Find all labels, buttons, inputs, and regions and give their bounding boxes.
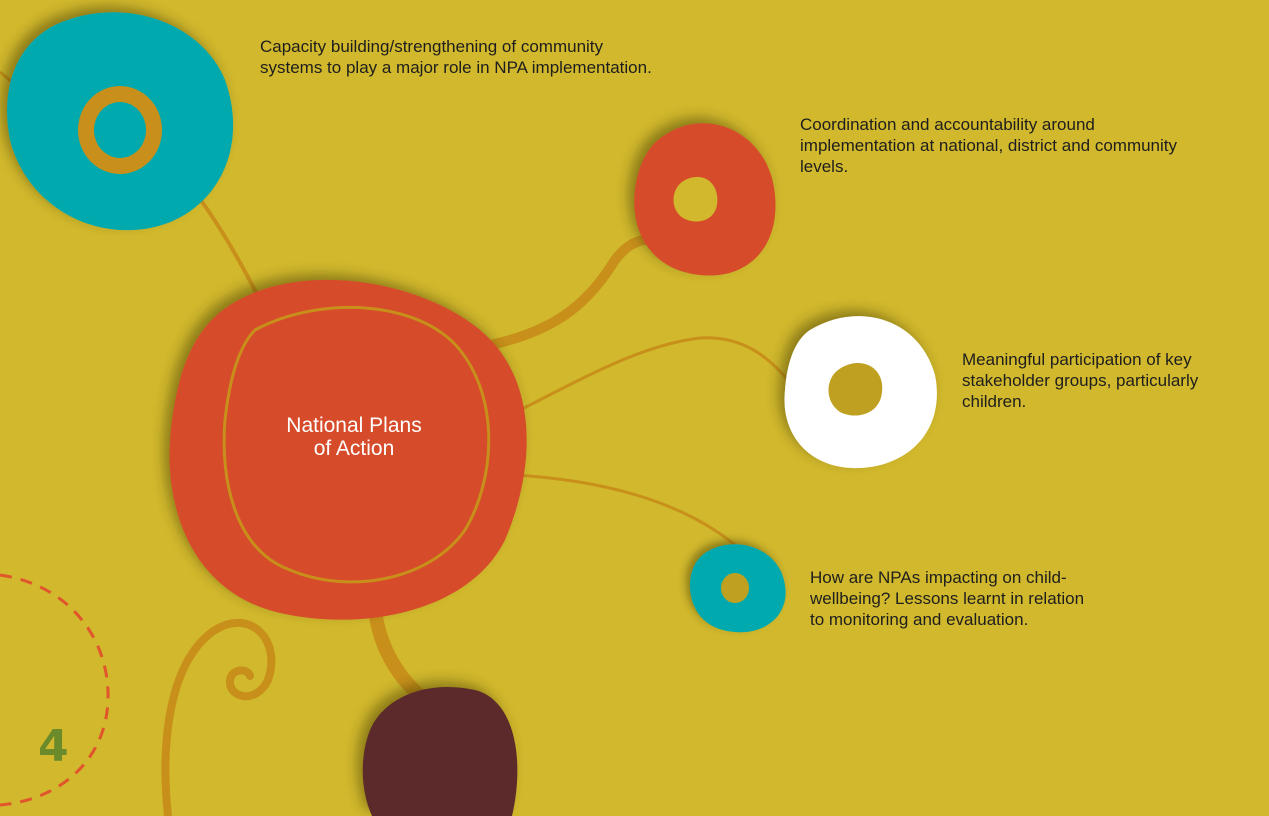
connector-coordination	[488, 234, 661, 350]
central-node-inner-ring	[222, 305, 491, 584]
page-number: 4	[38, 721, 69, 772]
capacity-label: Capacity building/strengthening of commu…	[260, 37, 652, 77]
spiral-decoration	[161, 618, 276, 816]
connector-bottom	[368, 608, 430, 706]
central-node	[169, 279, 527, 620]
central-node-title: National Plans of Action	[286, 414, 422, 460]
coordination-label: Coordination and accountability around i…	[800, 115, 1178, 176]
participation-label: Meaningful participation of key stakehol…	[962, 350, 1199, 411]
impact-node-hole	[721, 573, 749, 603]
bottom-node	[362, 686, 518, 816]
capacity-node-ring	[78, 86, 162, 174]
participation-node-hole	[828, 363, 883, 416]
coordination-node-hole	[673, 176, 718, 222]
impact-label: How are NPAs impacting on child-wellbein…	[810, 568, 1085, 629]
connector-participation	[519, 336, 797, 412]
connector-impact	[514, 473, 736, 547]
